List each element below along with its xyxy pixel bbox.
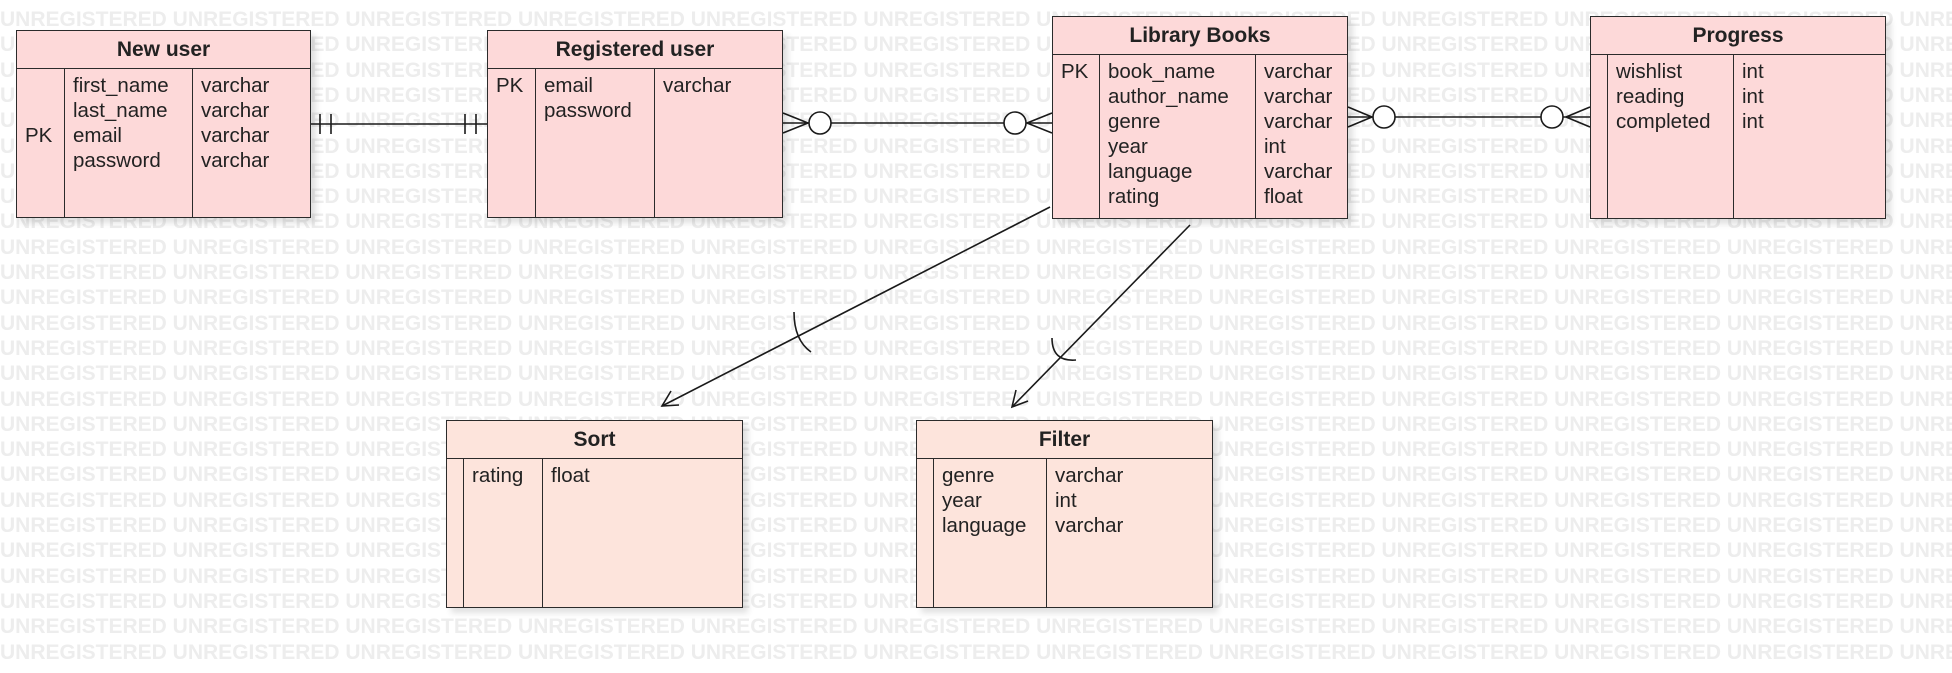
key-column <box>447 459 464 607</box>
entity-body: PK email password varchar <box>488 69 782 217</box>
field-name: year <box>942 489 982 512</box>
field-column: rating <box>464 459 543 607</box>
entity-title: Progress <box>1591 17 1885 55</box>
field-type: varchar <box>1264 110 1333 133</box>
type-column: float <box>543 459 742 607</box>
field-name: email <box>544 74 593 97</box>
key-label: PK <box>1061 60 1089 83</box>
field-column: first_name last_name email password <box>65 69 193 217</box>
type-column: varchar varchar varchar int varchar floa… <box>1256 55 1347 218</box>
field-name: genre <box>1108 110 1161 133</box>
entity-registered-user[interactable]: Registered user PK email password varcha… <box>487 30 783 218</box>
relation-librarybooks-progress <box>1347 105 1591 129</box>
entity-body: PK book_name author_name genre year lang… <box>1053 55 1347 218</box>
key-column: PK <box>1053 55 1100 218</box>
field-type: varchar <box>201 124 270 147</box>
field-name: password <box>73 149 161 172</box>
field-name: book_name <box>1108 60 1216 83</box>
entity-title: New user <box>17 31 310 69</box>
key-label: PK <box>25 124 53 147</box>
entity-title: Sort <box>447 421 742 459</box>
field-type: int <box>1055 489 1077 512</box>
entity-library-books[interactable]: Library Books PK book_name author_name g… <box>1052 16 1348 219</box>
field-name: email <box>73 124 122 147</box>
relation-newuser-registereduser <box>310 114 487 134</box>
key-column: PK <box>488 69 536 217</box>
field-column: wishlist reading completed <box>1608 55 1734 218</box>
field-name: author_name <box>1108 85 1229 108</box>
field-type: varchar <box>1264 85 1333 108</box>
field-name: language <box>1108 160 1193 183</box>
entity-progress[interactable]: Progress wishlist reading completed int … <box>1590 16 1886 219</box>
field-name: first_name <box>73 74 169 97</box>
field-name: rating <box>472 464 524 487</box>
field-name: password <box>544 99 632 122</box>
entity-title: Filter <box>917 421 1212 459</box>
relation-registereduser-librarybooks <box>782 111 1053 135</box>
entity-body: wishlist reading completed int int int <box>1591 55 1885 218</box>
field-type: varchar <box>201 74 270 97</box>
type-column: varchar varchar varchar varchar <box>193 69 310 217</box>
entity-body: rating float <box>447 459 742 607</box>
field-name: genre <box>942 464 995 487</box>
field-name: year <box>1108 135 1148 158</box>
field-column: email password <box>536 69 655 217</box>
field-type: varchar <box>1055 464 1124 487</box>
field-type: varchar <box>1055 514 1124 537</box>
field-column: genre year language <box>934 459 1047 607</box>
field-name: reading <box>1616 85 1685 108</box>
field-name: wishlist <box>1616 60 1683 83</box>
entity-sort[interactable]: Sort rating float <box>446 420 743 608</box>
field-type: varchar <box>201 99 270 122</box>
field-name: last_name <box>73 99 168 122</box>
entity-filter[interactable]: Filter genre year language varchar int v… <box>916 420 1213 608</box>
key-column <box>1591 55 1608 218</box>
key-column <box>917 459 934 607</box>
type-column: varchar <box>655 69 782 217</box>
field-type: int <box>1264 135 1286 158</box>
type-column: int int int <box>1734 55 1885 218</box>
entity-new-user[interactable]: New user PK first_name last_name email p… <box>16 30 311 218</box>
entity-body: genre year language varchar int varchar <box>917 459 1212 607</box>
field-type: float <box>1264 185 1303 208</box>
field-type: varchar <box>201 149 270 172</box>
field-type: int <box>1742 110 1764 133</box>
key-column: PK <box>17 69 65 217</box>
relation-librarybooks-sort <box>660 206 1051 407</box>
field-type: varchar <box>1264 60 1333 83</box>
relation-librarybooks-filter <box>1010 224 1191 409</box>
key-label: PK <box>496 74 524 97</box>
field-type: int <box>1742 60 1764 83</box>
field-column: book_name author_name genre year languag… <box>1100 55 1256 218</box>
field-type: varchar <box>1264 160 1333 183</box>
type-column: varchar int varchar <box>1047 459 1212 607</box>
field-type: varchar <box>663 74 732 97</box>
entity-title: Registered user <box>488 31 782 69</box>
entity-body: PK first_name last_name email password v… <box>17 69 310 217</box>
field-type: int <box>1742 85 1764 108</box>
field-name: completed <box>1616 110 1711 133</box>
field-type: float <box>551 464 590 487</box>
field-name: language <box>942 514 1027 537</box>
entity-title: Library Books <box>1053 17 1347 55</box>
field-name: rating <box>1108 185 1160 208</box>
